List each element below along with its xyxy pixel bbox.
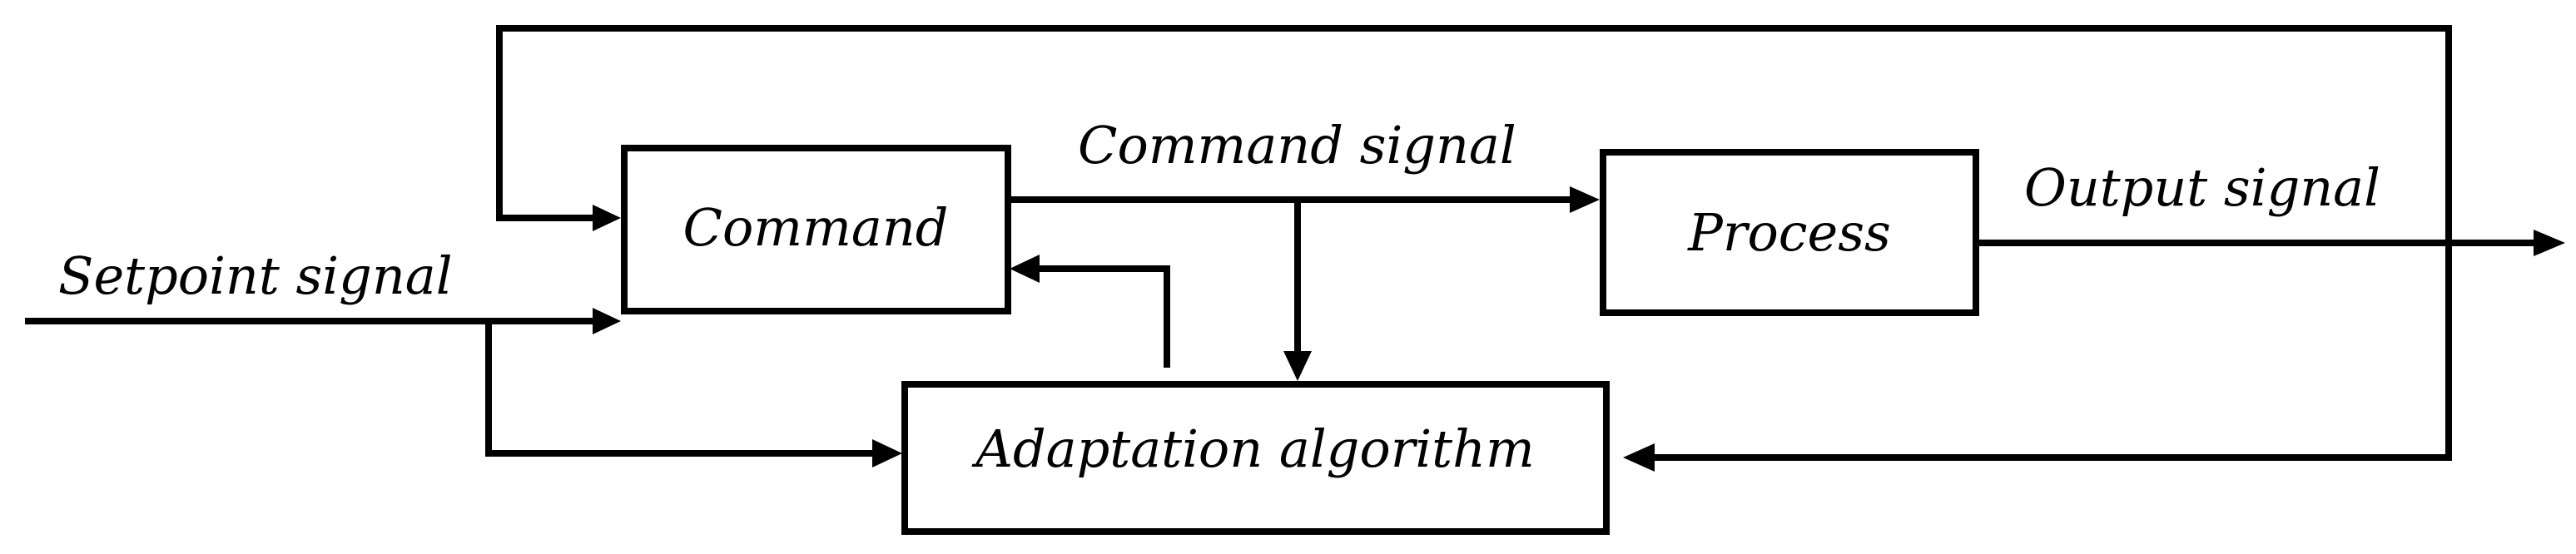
arrowhead-command-to-process	[1570, 186, 1600, 213]
arrowhead-setpoint-to-adaptation	[872, 439, 902, 467]
arrowhead-command-tap-to-adaptation	[1283, 351, 1312, 381]
arrowhead-setpoint-to-command	[593, 308, 621, 334]
arrowhead-output	[2534, 230, 2565, 256]
command-signal-label: Command signal	[1078, 115, 1516, 176]
setpoint-signal-label: Setpoint signal	[58, 245, 453, 306]
process-block-label: Process	[1687, 202, 1891, 263]
arrowhead-feedback-to-adaptation	[1623, 443, 1655, 472]
output-signal-label: Output signal	[2024, 157, 2380, 218]
arrowhead-adaptation-to-command	[1010, 255, 1040, 283]
adaptation-algorithm-block	[901, 381, 1610, 535]
command-block-label: Command	[683, 197, 949, 258]
command-block	[621, 145, 1011, 314]
adaptation-algorithm-block-label: Adaptation algorithm	[971, 418, 1535, 479]
setpoint-branch-wire	[485, 318, 877, 457]
arrowhead-feedback-to-command	[593, 205, 621, 231]
process-block	[1600, 149, 1979, 316]
feedback-loop-top-wire	[496, 25, 2452, 461]
adaptation-to-command-wire	[1037, 265, 1170, 368]
